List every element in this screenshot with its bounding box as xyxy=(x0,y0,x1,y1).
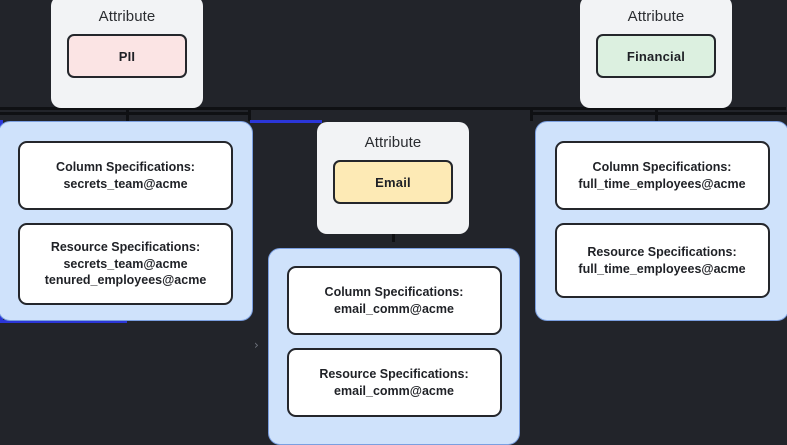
edge-branch-right xyxy=(530,107,533,121)
edge-trunk-left-2 xyxy=(0,112,248,115)
attribute-card-title: Attribute xyxy=(364,134,422,151)
spec-box-resource-specifications[interactable]: Resource Specifications: email_comm@acme xyxy=(286,348,502,417)
attribute-pill-label: PII xyxy=(118,48,136,64)
spec-box-heading: Column Specifications: xyxy=(592,160,732,174)
attribute-card-email[interactable]: Attribute Email xyxy=(317,122,469,234)
spec-box-value: email_comm@acme xyxy=(334,301,454,316)
spec-box-heading: Resource Specifications: xyxy=(587,245,737,259)
spec-box-value: secrets_team@acme xyxy=(63,256,188,271)
edge-trunk-right-2 xyxy=(530,112,787,115)
edge-branch-center xyxy=(248,107,251,121)
spec-box-column-specifications[interactable]: Column Specifications: email_comm@acme xyxy=(286,266,502,335)
spec-group-secrets-team[interactable]: Column Specifications: secrets_team@acme… xyxy=(0,121,253,321)
attribute-pill-financial[interactable]: Financial xyxy=(596,34,716,78)
spec-box-value: secrets_team@acme xyxy=(63,176,188,191)
attribute-card-title: Attribute xyxy=(98,8,156,25)
attribute-pill-label: Email xyxy=(375,174,411,190)
spec-box-column-specifications[interactable]: Column Specifications: full_time_employe… xyxy=(554,141,770,210)
spec-group-full-time-employees[interactable]: Column Specifications: full_time_employe… xyxy=(535,121,787,321)
attribute-pill-email[interactable]: Email xyxy=(333,160,453,204)
spec-box-value: email_comm@acme xyxy=(334,383,454,398)
attribute-card-title: Attribute xyxy=(627,8,685,25)
spec-box-value: tenured_employees@acme xyxy=(44,273,207,288)
spec-box-heading: Resource Specifications: xyxy=(319,367,469,381)
spec-box-column-specifications[interactable]: Column Specifications: secrets_team@acme xyxy=(18,141,233,210)
spec-box-value: full_time_employees@acme xyxy=(578,176,746,191)
spec-box-heading: Column Specifications: xyxy=(56,160,195,174)
spec-box-resource-specifications[interactable]: Resource Specifications: secrets_team@ac… xyxy=(18,223,233,305)
spec-box-resource-specifications[interactable]: Resource Specifications: full_time_emplo… xyxy=(554,223,770,298)
edge-selected-top xyxy=(250,120,322,123)
chevron-right-icon[interactable]: › xyxy=(254,338,259,352)
attribute-card-pii[interactable]: Attribute PII xyxy=(51,0,203,108)
attribute-card-financial[interactable]: Attribute Financial xyxy=(580,0,732,108)
spec-box-value: full_time_employees@acme xyxy=(578,261,746,276)
spec-box-heading: Column Specifications: xyxy=(324,285,464,299)
attribute-pill-pii[interactable]: PII xyxy=(67,34,187,78)
spec-group-email-comm[interactable]: Column Specifications: email_comm@acme R… xyxy=(268,248,520,445)
attribute-pill-label: Financial xyxy=(626,48,686,64)
spec-box-heading: Resource Specifications: xyxy=(50,240,201,255)
